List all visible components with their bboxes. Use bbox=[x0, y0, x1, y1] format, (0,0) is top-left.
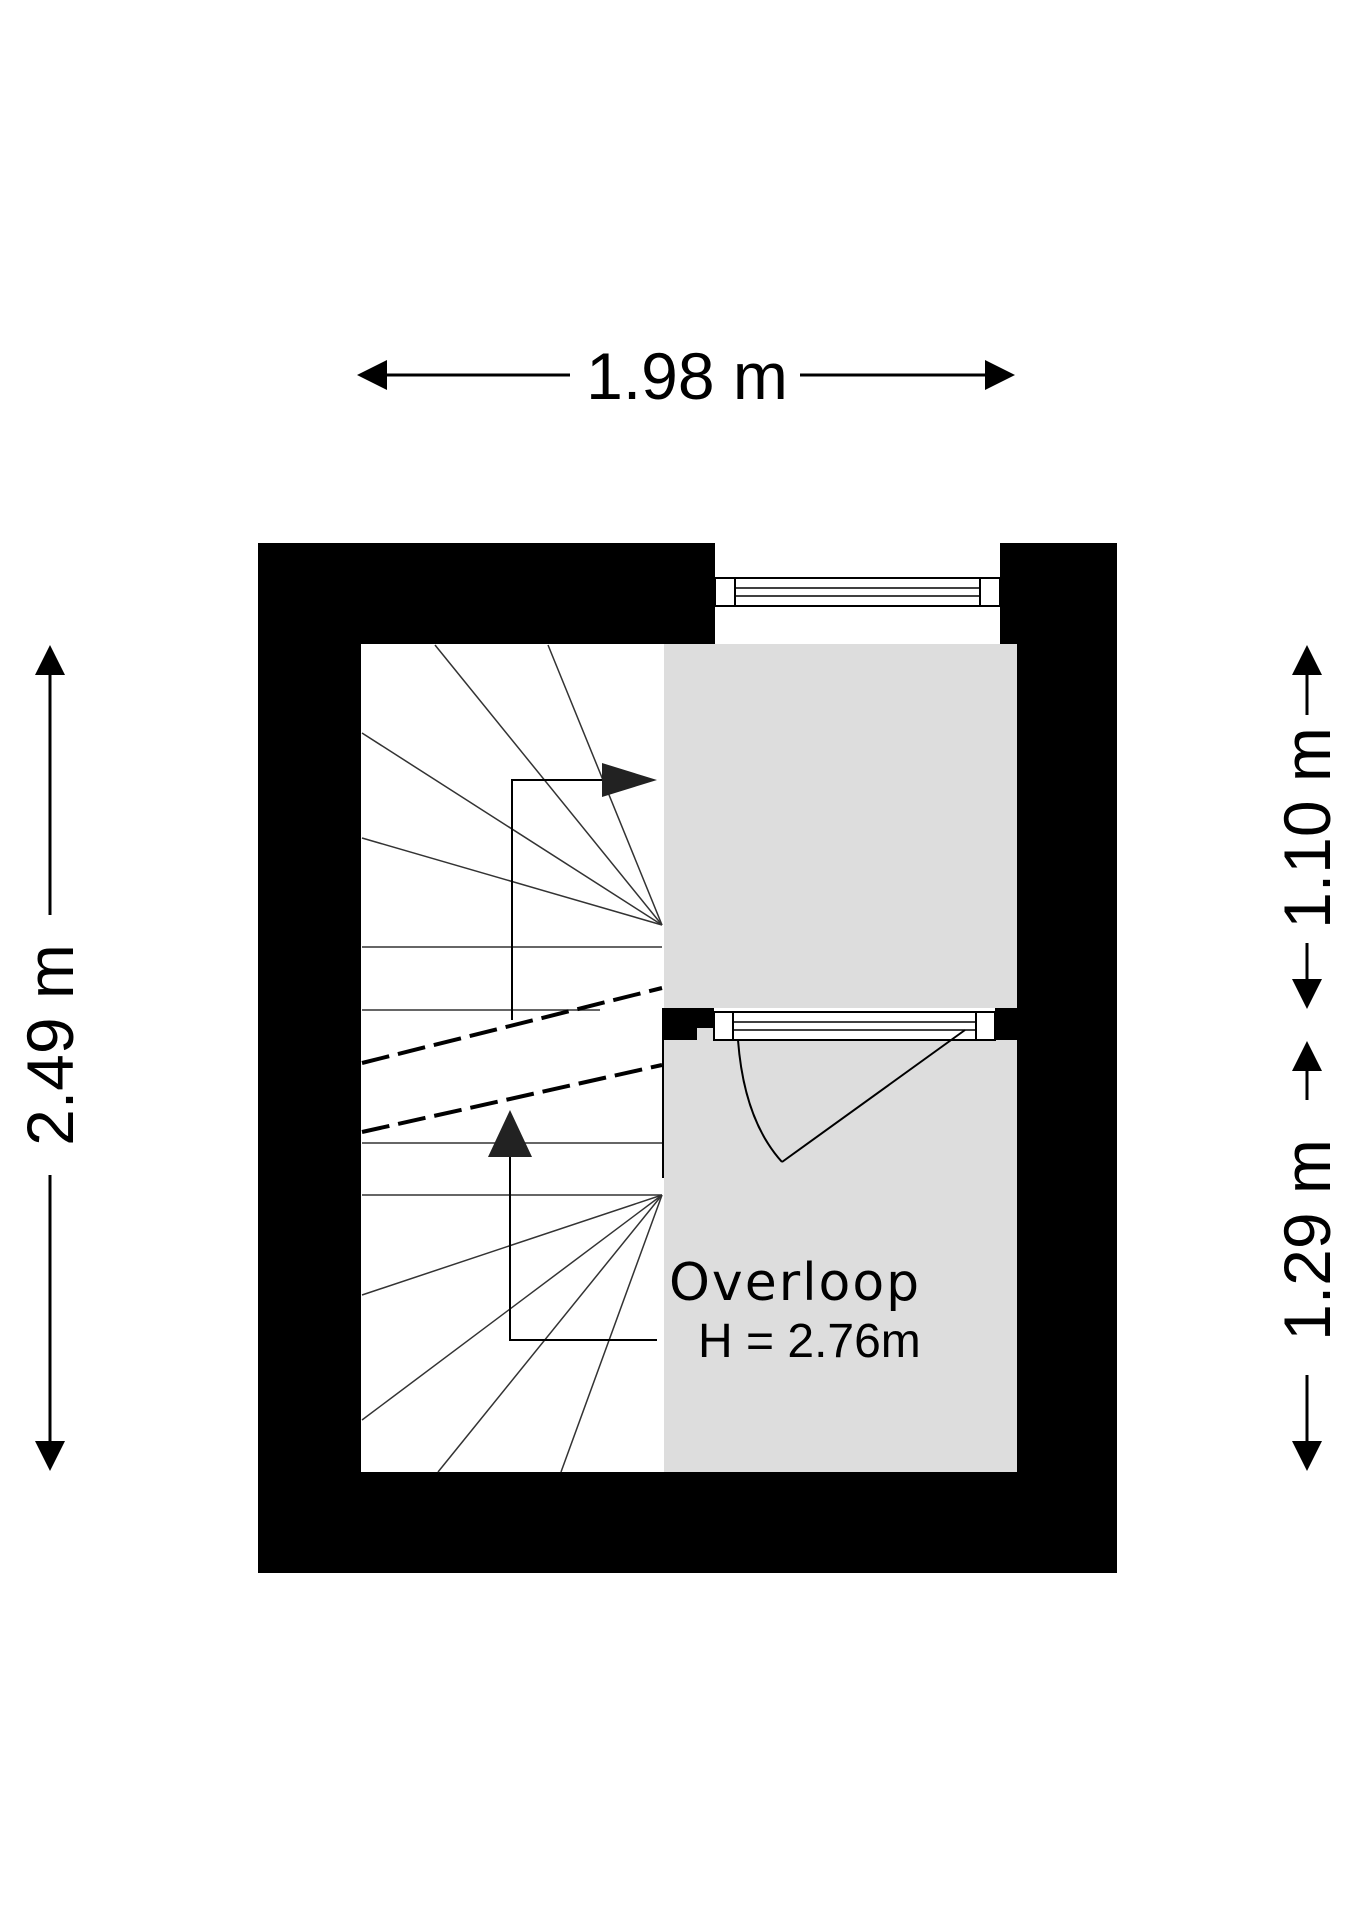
dimension-top-label: 1.98 m bbox=[586, 339, 788, 413]
wall-top-right bbox=[1000, 543, 1117, 644]
interior-wall-right-stub bbox=[995, 1008, 1017, 1040]
dimension-right-lower: 1.29 m bbox=[1270, 1041, 1344, 1471]
walls bbox=[258, 543, 1117, 1573]
door-swing bbox=[737, 1029, 966, 1163]
wall-top-left bbox=[258, 543, 715, 644]
wall-right bbox=[1017, 543, 1117, 1573]
dimension-top: 1.98 m bbox=[357, 339, 1015, 413]
floor-upper bbox=[664, 644, 1017, 1008]
dimension-left: 2.49 m bbox=[13, 645, 87, 1471]
wall-left bbox=[258, 543, 361, 1573]
dimension-right-upper-label: 1.10 m bbox=[1270, 727, 1344, 929]
dimension-right-upper: 1.10 m bbox=[1270, 645, 1344, 1009]
dimension-right-lower-label: 1.29 m bbox=[1270, 1139, 1344, 1341]
room-name: Overloop bbox=[669, 1253, 921, 1313]
stairs bbox=[357, 644, 663, 1473]
wall-bottom bbox=[258, 1472, 1117, 1573]
dimension-left-label: 2.49 m bbox=[13, 944, 87, 1146]
room-height: H = 2.76m bbox=[698, 1315, 921, 1368]
window-top bbox=[714, 577, 1001, 607]
floor-lower bbox=[664, 1040, 1017, 1472]
window-inner bbox=[713, 1011, 996, 1041]
